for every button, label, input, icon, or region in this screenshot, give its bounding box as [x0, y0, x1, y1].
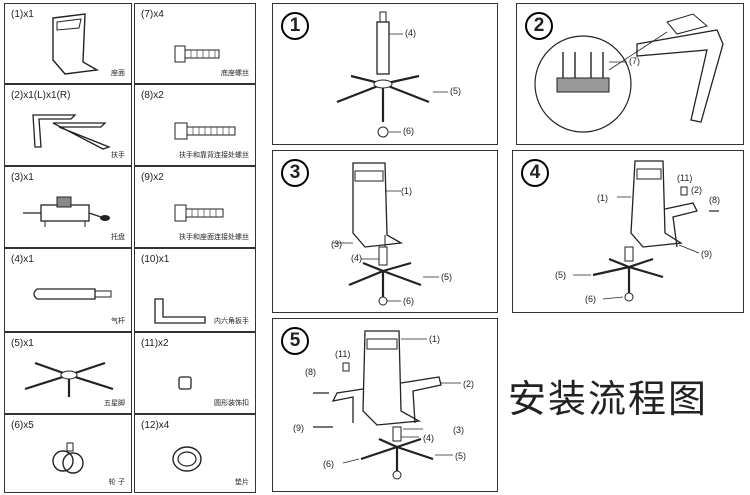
- part-name: 五星脚: [104, 399, 125, 407]
- part-name: 座面: [111, 69, 125, 77]
- caster-wheel-icon: [52, 442, 84, 474]
- step-label: (11): [677, 173, 693, 183]
- part-qty: (11)x2: [141, 338, 169, 349]
- hex-key-icon: [154, 298, 206, 324]
- part-name: 托盘: [111, 233, 125, 241]
- part-cell: (5)x1 五星脚: [4, 332, 132, 414]
- step-label: (3): [331, 239, 342, 249]
- step-label: (5): [555, 270, 566, 280]
- part-name: 扶手和靠背连接处螺丝: [179, 151, 249, 159]
- step-number: 1: [281, 12, 309, 40]
- part-qty: (7)x4: [141, 9, 164, 20]
- step-label: (2): [463, 379, 474, 389]
- part-name: 扶手: [111, 151, 125, 159]
- bolt-icon: [174, 122, 236, 140]
- step-number: 2: [525, 12, 553, 40]
- part-cell: (2)x1(L)x1(R) 扶手: [4, 84, 132, 166]
- step-label: (5): [441, 272, 452, 282]
- step-label: (6): [403, 126, 414, 136]
- part-qty: (1)x1: [11, 9, 34, 20]
- seat-assembly-diagram: [333, 162, 439, 306]
- part-cell: (1)x1 座面: [4, 3, 132, 84]
- part-name: 底座螺丝: [221, 69, 249, 77]
- part-qty: (3)x1: [11, 172, 34, 183]
- diagram-title: 安装流程图: [508, 377, 709, 421]
- step-label: (5): [455, 451, 466, 461]
- part-cell: (4)x1 气杆: [4, 248, 132, 332]
- part-name: 内六角扳手: [214, 317, 249, 325]
- star-base-icon: [24, 361, 114, 397]
- part-name: 气杆: [111, 317, 125, 325]
- part-qty: (8)x2: [141, 90, 164, 101]
- part-qty: (5)x1: [11, 338, 34, 349]
- part-qty: (12)x4: [141, 420, 170, 431]
- part-name: 圆形装饰扣: [214, 399, 249, 407]
- step-label: (3): [453, 425, 464, 435]
- seat-icon: [52, 13, 100, 75]
- step-label: (6): [585, 294, 596, 304]
- part-cell: (3)x1 托盘: [4, 166, 132, 248]
- step-label: (9): [701, 249, 712, 259]
- step-number: 4: [521, 159, 549, 187]
- step-label: (1): [429, 334, 440, 344]
- step-label: (4): [405, 28, 416, 38]
- step-label: (6): [323, 459, 334, 469]
- part-cell: (8)x2 扶手和靠背连接处螺丝: [134, 84, 256, 166]
- step-label: (7): [629, 56, 640, 66]
- step-label: (8): [709, 195, 720, 205]
- bolt-icon: [174, 204, 224, 222]
- step-label: (8): [305, 367, 316, 377]
- part-qty: (10)x1: [141, 254, 170, 265]
- part-qty: (6)x5: [11, 420, 34, 431]
- final-assembly-diagram: [313, 330, 461, 480]
- step-label: (6): [403, 296, 414, 306]
- gas-lift-icon: [33, 288, 112, 300]
- step-1-panel: 1 (4) (5) (6): [272, 3, 498, 145]
- step-4-panel: 4 (11) (2) (8) (1) (9) (5) (6): [512, 150, 744, 313]
- bolt-icon: [174, 45, 220, 63]
- step-label: (1): [597, 193, 608, 203]
- step-label: (5): [450, 86, 461, 96]
- step-label: (11): [335, 349, 351, 359]
- step-label: (4): [423, 433, 434, 443]
- step-number: 5: [281, 327, 309, 355]
- part-name: 轮 子: [108, 478, 125, 486]
- tray-attach-diagram: [534, 13, 724, 133]
- armrest-icon: [32, 114, 111, 150]
- part-qty: (4)x1: [11, 254, 34, 265]
- part-qty: (9)x2: [141, 172, 164, 183]
- part-cell: (12)x4 垫片: [134, 414, 256, 493]
- part-cell: (11)x2 圆形装饰扣: [134, 332, 256, 414]
- step-label: (2): [691, 185, 702, 195]
- step-2-panel: 2 (7): [516, 3, 744, 145]
- part-qty: (2)x1(L)x1(R): [11, 90, 71, 101]
- part-name: 垫片: [235, 478, 249, 486]
- step-3-panel: 3 (1) (3) (4) (5) (6): [272, 150, 498, 313]
- step-label: (1): [401, 186, 412, 196]
- part-cell: (6)x5 轮 子: [4, 414, 132, 493]
- base-assembly-diagram: [336, 11, 448, 138]
- armrest-assembly-diagram: [573, 160, 719, 302]
- step-number: 3: [281, 159, 309, 187]
- part-name: 扶手和座面连接处螺丝: [179, 233, 249, 241]
- part-cell: (7)x4 底座螺丝: [134, 3, 256, 84]
- step-5-panel: 5 (1) (11) (8) (2) (9) (3) (4) (6) (5): [272, 318, 498, 492]
- part-cell: (10)x1 内六角扳手: [134, 248, 256, 332]
- washer-icon: [172, 446, 202, 472]
- step-label: (9): [293, 423, 304, 433]
- part-cell: (9)x2 扶手和座面连接处螺丝: [134, 166, 256, 248]
- step-label: (4): [351, 253, 362, 263]
- decorative-cap-icon: [178, 376, 192, 390]
- tray-mechanism-icon: [23, 196, 110, 227]
